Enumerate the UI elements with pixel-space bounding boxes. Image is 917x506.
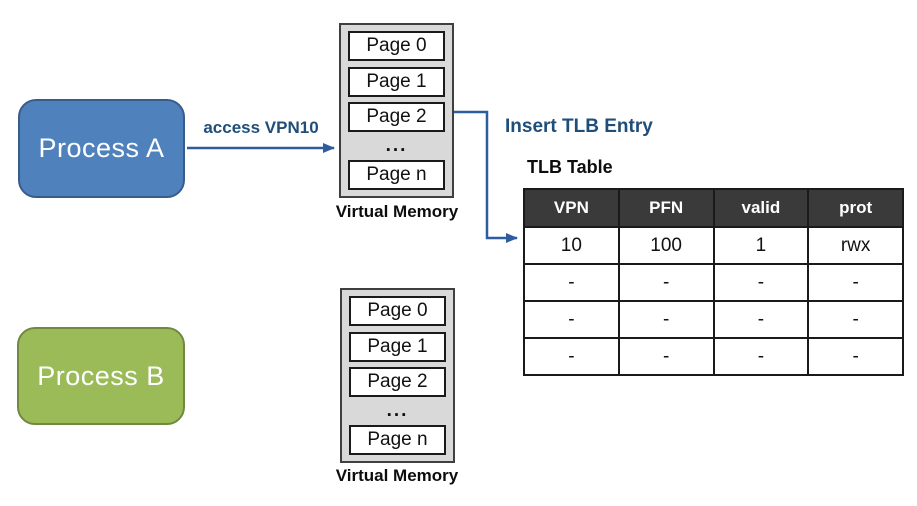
tlb-table-title: TLB Table — [527, 157, 613, 177]
insert-tlb-entry-label: Insert TLB Entry — [505, 116, 653, 137]
access-vpn-label: access VPN10 — [203, 118, 319, 137]
tlb-header-valid: valid — [712, 188, 810, 228]
tlb-cell: - — [807, 337, 904, 376]
tlb-row: - - - - — [523, 337, 904, 376]
page-box: Page n — [349, 425, 446, 455]
tlb-cell: 10 — [523, 226, 620, 265]
tlb-cell: - — [617, 263, 715, 302]
tlb-row: 10 100 1 rwx — [523, 226, 904, 265]
tlb-header-prot: prot — [807, 188, 904, 228]
tlb-cell: - — [617, 337, 715, 376]
page-box: Page 2 — [349, 367, 446, 397]
tlb-header-vpn: VPN — [523, 188, 620, 228]
tlb-cell: - — [712, 337, 810, 376]
virtual-memory-b: Page 0 Page 1 Page 2 ... Page n — [340, 288, 455, 463]
virtual-memory-a: Page 0 Page 1 Page 2 ... Page n — [339, 23, 454, 198]
tlb-header-row: VPN PFN valid prot — [523, 188, 904, 228]
tlb-cell: - — [712, 300, 810, 339]
process-b-node: Process B — [17, 327, 185, 425]
page-box: Page n — [348, 160, 445, 190]
process-a-label: Process A — [38, 133, 165, 163]
page-box: Page 1 — [349, 331, 446, 362]
tlb-row: - - - - — [523, 300, 904, 339]
tlb-cell: - — [523, 263, 620, 302]
tlb-row: - - - - — [523, 263, 904, 302]
page-box: Page 1 — [348, 66, 445, 97]
tlb-cell: 100 — [617, 226, 715, 265]
tlb-cell: 1 — [712, 226, 810, 265]
tlb-cell: - — [523, 337, 620, 376]
tlb-header-pfn: PFN — [617, 188, 715, 228]
process-a-node: Process A — [18, 99, 185, 198]
ellipsis: ... — [385, 135, 408, 156]
page-box: Page 0 — [348, 31, 445, 61]
tlb-cell: - — [523, 300, 620, 339]
virtual-memory-a-caption: Virtual Memory — [335, 202, 459, 221]
process-b-label: Process B — [37, 360, 165, 391]
virtual-memory-b-caption: Virtual Memory — [335, 466, 459, 485]
page-box: Page 2 — [348, 102, 445, 132]
tlb-cell: - — [807, 300, 904, 339]
tlb-cell: rwx — [807, 226, 904, 265]
tlb-table: VPN PFN valid prot 10 100 1 rwx - - - - … — [523, 188, 904, 376]
page-box: Page 0 — [349, 296, 446, 326]
tlb-cell: - — [712, 263, 810, 302]
ellipsis: ... — [386, 400, 409, 421]
tlb-cell: - — [807, 263, 904, 302]
tlb-cell: - — [617, 300, 715, 339]
